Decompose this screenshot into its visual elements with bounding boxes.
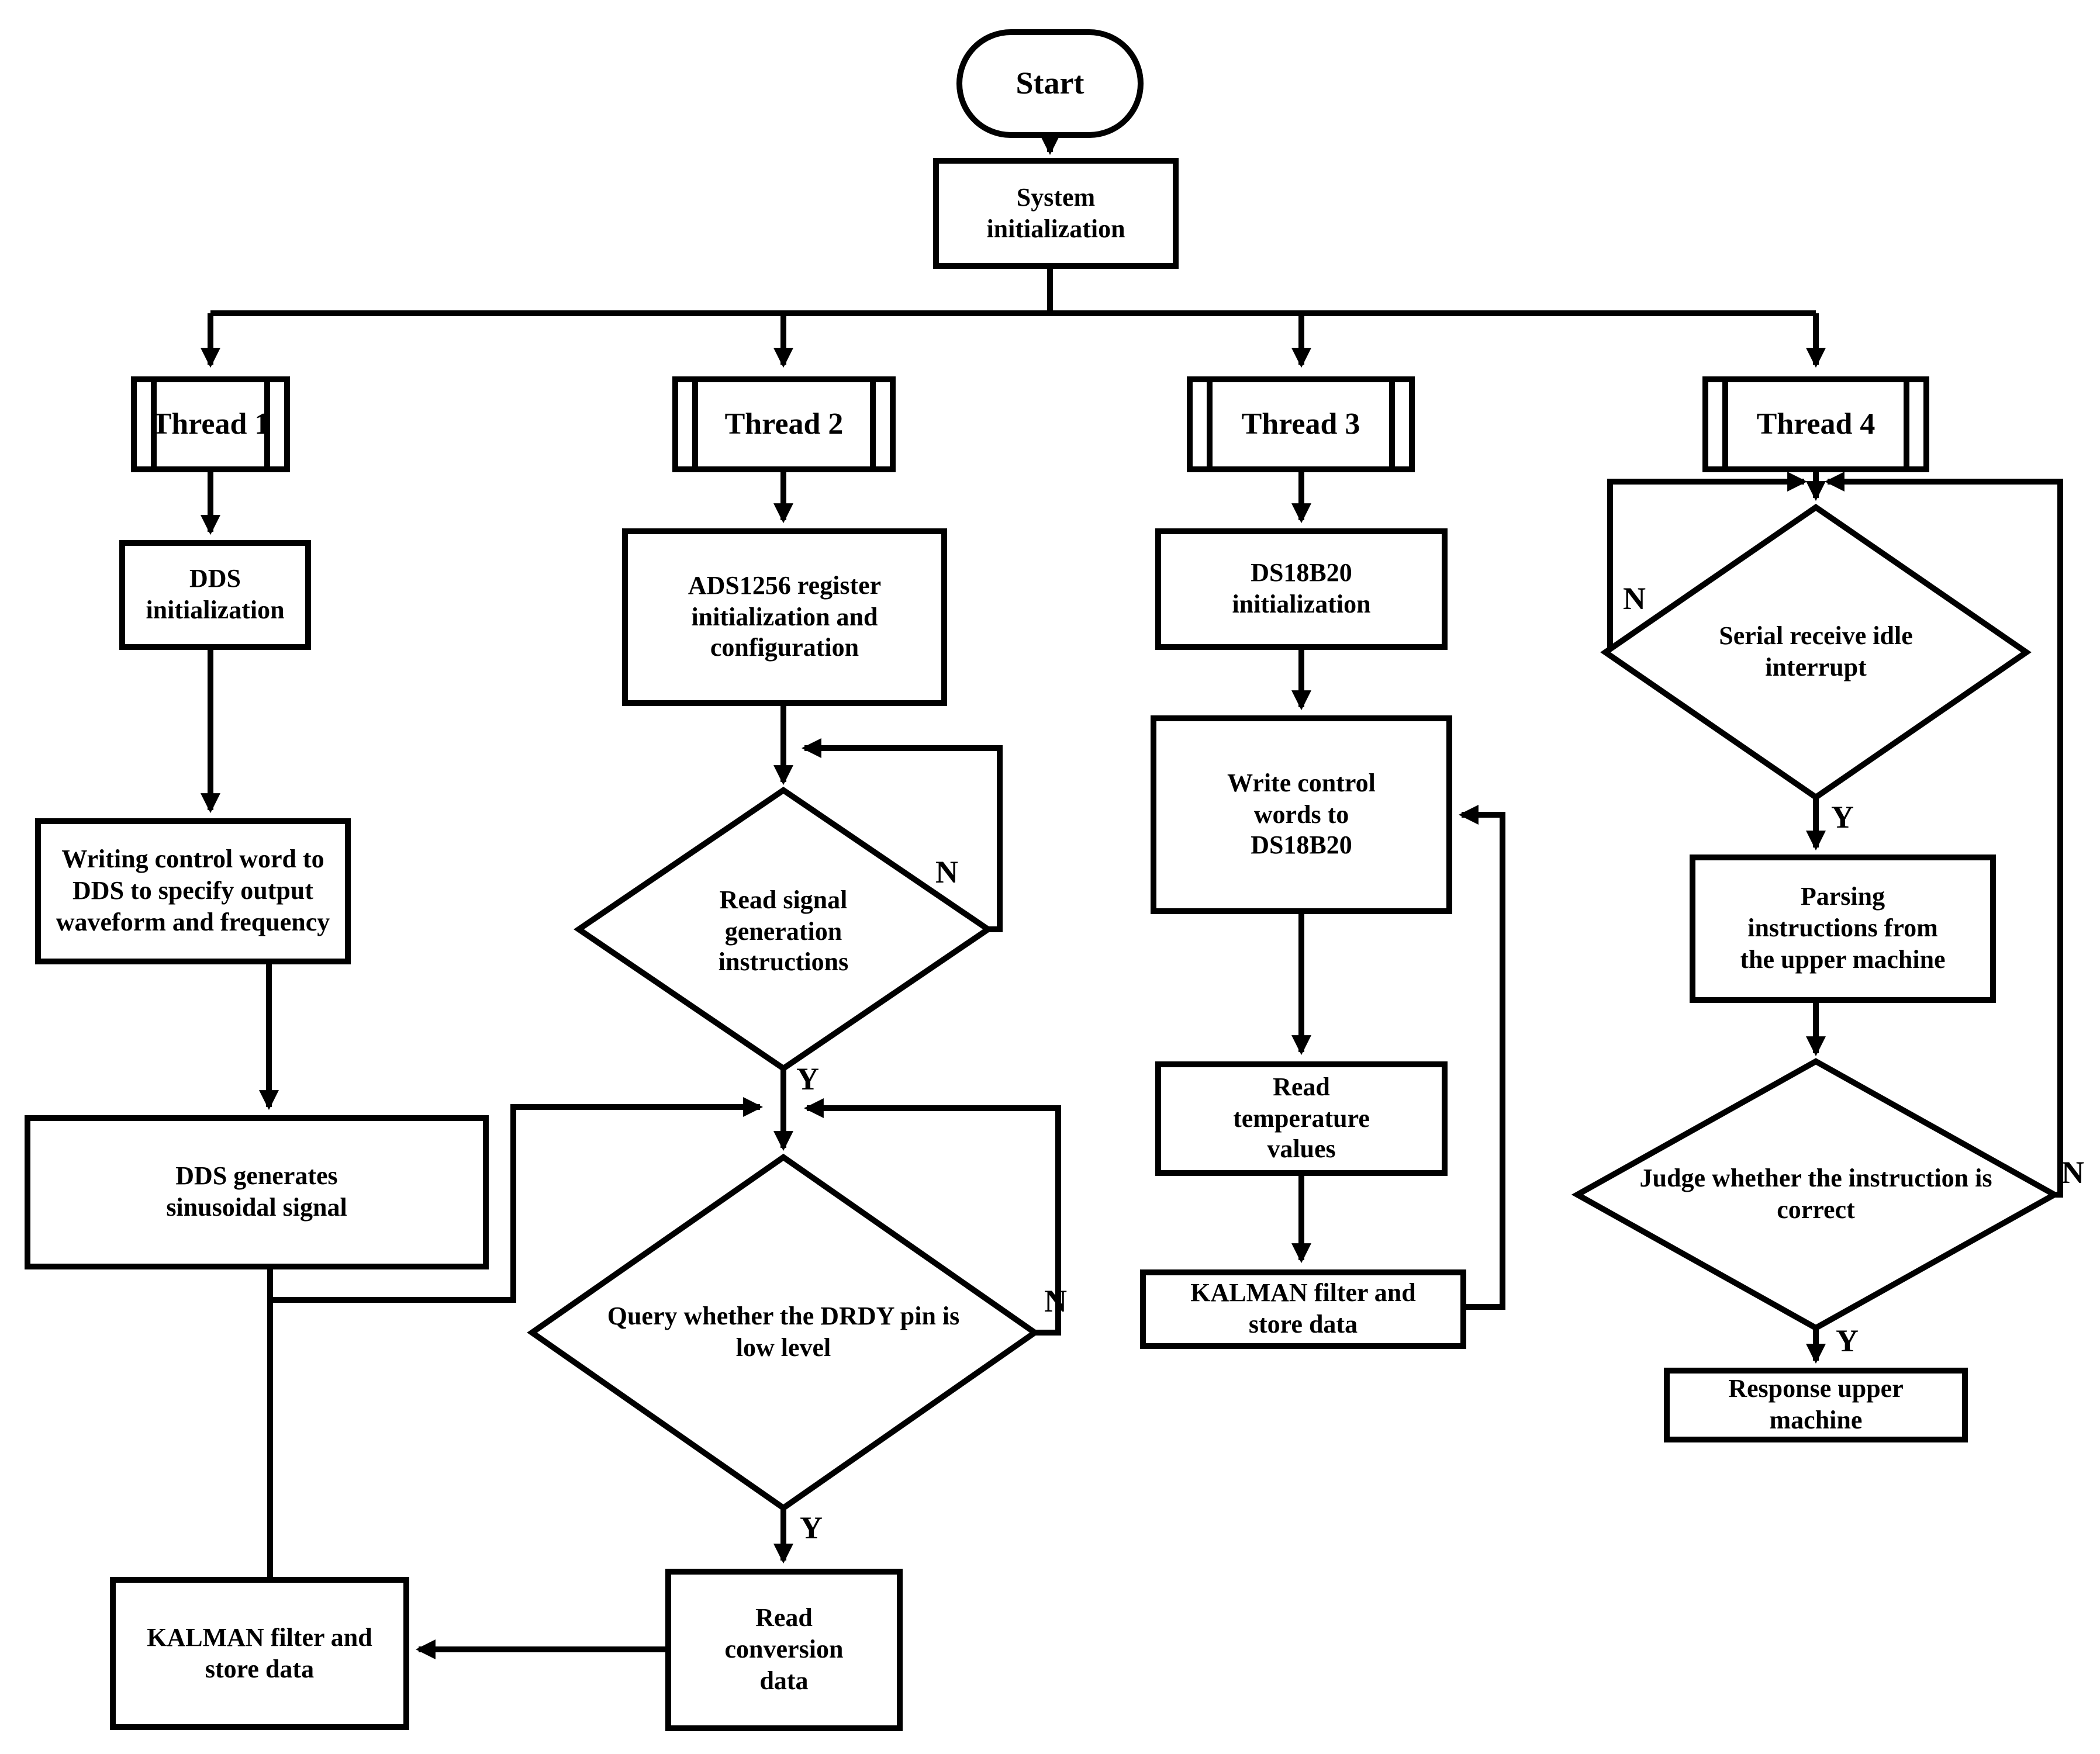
ds18b20-init-label: DS18B20 initialization <box>1232 558 1371 618</box>
decision-judge-instruction <box>1571 1058 2061 1331</box>
response-node: Response upper machine <box>1664 1368 1968 1442</box>
read-temperature-label: Read temperature values <box>1233 1071 1370 1164</box>
kalman-thread3-node: KALMAN filter and store data <box>1140 1269 1466 1349</box>
decision-read-signal <box>574 786 993 1073</box>
thread1-label: Thread 1 <box>151 407 270 441</box>
dds-generates-node: DDS generates sinusoidal signal <box>25 1115 489 1269</box>
read-signal-label: Read signal generation instructions <box>718 884 849 977</box>
read-conversion-label: Read conversion data <box>724 1603 844 1695</box>
predefined-process-bar <box>151 382 157 466</box>
predefined-process-bar <box>1389 382 1395 466</box>
serial-no-label: N <box>1623 581 1646 616</box>
predefined-process-bar <box>1722 382 1728 466</box>
system-init-node: System initialization <box>933 158 1179 269</box>
parsing-label: Parsing instructions from the upper mach… <box>1740 881 1946 974</box>
kalman-thread1-node: KALMAN filter and store data <box>110 1577 409 1730</box>
predefined-process-bar <box>264 382 270 466</box>
start-node: Start <box>956 29 1144 138</box>
thread1-node: Thread 1 <box>131 376 290 472</box>
judge-yes-label: Y <box>1836 1323 1859 1358</box>
judge-no-label: N <box>2061 1155 2084 1190</box>
system-init-label: System initialization <box>986 182 1125 243</box>
arrow-query-no-loop <box>803 1098 1061 1336</box>
arrow-read-signal-no-loop <box>801 738 1003 932</box>
arrow-kalman3-loop-to-write-control <box>1458 804 1505 1310</box>
serial-interrupt-label: Serial receive idle interrupt <box>1719 621 1913 681</box>
ads1256-label: ADS1256 register initialization and conf… <box>688 570 882 662</box>
read-temperature-node: Read temperature values <box>1155 1061 1448 1176</box>
predefined-process-bar <box>1207 382 1213 466</box>
writing-control-node: Writing control word to DDS to specify o… <box>35 818 351 964</box>
response-label: Response upper machine <box>1728 1374 1904 1434</box>
read-conversion-node: Read conversion data <box>665 1569 903 1731</box>
ads1256-node: ADS1256 register initialization and conf… <box>622 528 947 706</box>
serial-yes-label: Y <box>1831 800 1854 835</box>
predefined-process-bar <box>1904 382 1909 466</box>
predefined-process-bar <box>870 382 876 466</box>
start-label: Start <box>1016 65 1084 101</box>
dds-init-node: DDS initialization <box>119 540 311 650</box>
thread2-node: Thread 2 <box>672 376 896 472</box>
write-control-label: Write control words to DS18B20 <box>1227 767 1376 860</box>
predefined-process-bar <box>692 382 698 466</box>
query-drdy-label: Query whether the DRDY pin is low level <box>607 1301 960 1362</box>
writing-control-label: Writing control word to DDS to specify o… <box>56 844 330 936</box>
dds-init-label: DDS initialization <box>146 563 285 624</box>
parsing-node: Parsing instructions from the upper mach… <box>1690 854 1996 1003</box>
write-control-node: Write control words to DS18B20 <box>1151 715 1452 914</box>
read-signal-yes-label: Y <box>796 1061 819 1096</box>
decision-query-drdy <box>527 1153 1040 1512</box>
read-signal-no-label: N <box>935 854 958 890</box>
thread2-label: Thread 2 <box>724 407 844 441</box>
dds-generates-label: DDS generates sinusoidal signal <box>166 1161 347 1222</box>
thread3-label: Thread 3 <box>1241 407 1360 441</box>
thread4-node: Thread 4 <box>1702 376 1929 472</box>
thread4-label: Thread 4 <box>1756 407 1876 441</box>
thread3-node: Thread 3 <box>1187 376 1415 472</box>
ds18b20-init-node: DS18B20 initialization <box>1155 528 1448 650</box>
kalman-thread3-label: KALMAN filter and store data <box>1190 1278 1416 1338</box>
kalman-thread1-label: KALMAN filter and store data <box>147 1622 372 1683</box>
judge-label: Judge whether the instruction is correct <box>1639 1163 1992 1224</box>
query-no-label: N <box>1044 1284 1067 1319</box>
query-yes-label: Y <box>800 1510 823 1545</box>
arrow-dds-generates-to-junction <box>270 1096 764 1303</box>
decision-serial-interrupt <box>1600 503 2032 801</box>
